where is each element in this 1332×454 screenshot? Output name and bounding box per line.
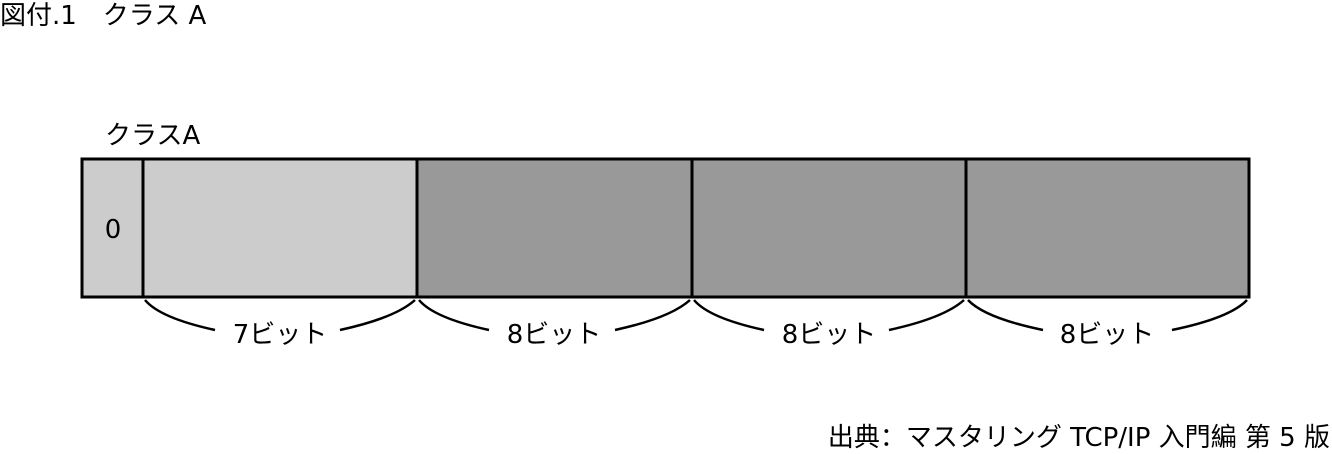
leading-bit-label: 0 <box>105 215 122 245</box>
figure-title: 図付.1 クラス A <box>0 1 207 31</box>
brace-3 <box>693 299 965 332</box>
brace-4 <box>967 299 1248 332</box>
source-citation: 出典：マスタリング TCP/IP 入門編 第 5 版 <box>827 423 1330 453</box>
class-label: クラスA <box>105 121 201 151</box>
brace-1 <box>144 299 416 332</box>
brace-2 <box>418 299 691 332</box>
bit-label-3: 8ビット <box>782 320 877 350</box>
bit-label-2: 8ビット <box>507 320 602 350</box>
bit-label-1: 7ビット <box>233 320 328 350</box>
bit-label-4: 8ビット <box>1060 320 1155 350</box>
segment-host-octet-1 <box>415 157 694 299</box>
segment-leading-bit <box>80 157 145 299</box>
segment-host-octet-2 <box>690 157 968 299</box>
segment-host-octet-3 <box>964 157 1251 299</box>
segment-network-7bit <box>141 157 419 299</box>
